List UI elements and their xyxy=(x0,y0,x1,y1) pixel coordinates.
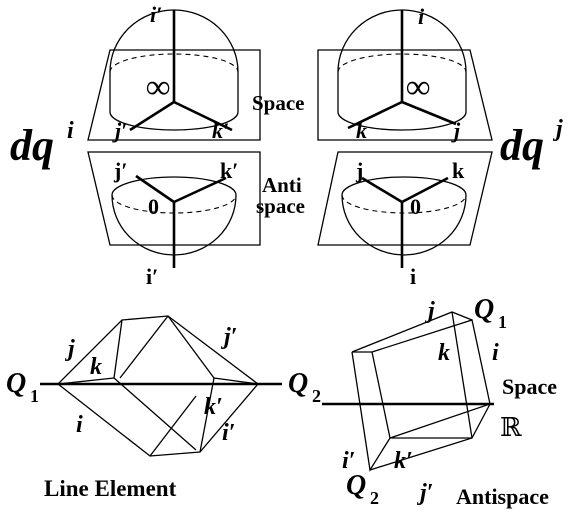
top-right-label-zero: 0 xyxy=(410,194,421,219)
dq-i-superscript: i xyxy=(67,118,74,144)
antispace-cube-top-edge xyxy=(351,311,473,353)
antispace-cube-label-j-prime: j′ xyxy=(416,480,433,506)
line-element-q1: Q xyxy=(6,368,26,399)
dq-j-base: dq xyxy=(500,121,544,170)
top-right-upper-dome-dashed-rim xyxy=(337,53,467,73)
top-right-label-infinity: ∞ xyxy=(406,69,430,106)
top-left-axis-k-prime xyxy=(173,100,233,132)
top-left-label-zero: 0 xyxy=(148,194,159,219)
top-right-axis-k-lower xyxy=(401,176,449,204)
line-element-label-j: j xyxy=(64,336,75,362)
dq-i-base: dq xyxy=(10,121,54,170)
top-right-antispace-block: j k 0 i xyxy=(317,151,493,289)
line-element-q2-sub: 2 xyxy=(312,386,321,406)
line-element-label-k: k xyxy=(90,354,102,380)
top-left-axis-j-prime xyxy=(129,100,175,132)
antispace-cube-label-k-prime: k′ xyxy=(394,448,413,474)
top-right-lower-dome xyxy=(341,176,467,256)
top-left-space-block: i′ ∞ j′ k′ xyxy=(87,2,261,143)
top-left-antispace-plane xyxy=(87,151,261,246)
top-left-label-i-prime: i′ xyxy=(150,2,162,27)
top-right-label-i: i xyxy=(418,4,425,29)
top-left-antispace-block: j′ k′ 0 i′ xyxy=(87,151,261,289)
antispace-cube-q2-sub: 2 xyxy=(370,488,379,508)
line-element-edge-mid7 xyxy=(149,395,197,457)
antispace-cube-back-face xyxy=(371,319,491,439)
top-right-upper-dome xyxy=(337,9,467,131)
top-left-axis-k-prime-lower xyxy=(173,176,227,204)
top-left-label-k-prime: k′ xyxy=(212,118,229,143)
top-right-axis-j xyxy=(401,100,457,126)
top-right-space-plane xyxy=(317,49,493,141)
top-right-antispace-plane xyxy=(317,151,493,246)
top-right-label-k: k xyxy=(356,118,367,143)
line-element-q1-sub: 1 xyxy=(30,386,39,406)
line-element-edge-mid5 xyxy=(199,377,215,453)
line-element-outer-bottom xyxy=(57,383,259,457)
antispace-cube-label-space: Space xyxy=(502,374,557,399)
top-left-space-plane xyxy=(87,49,261,141)
center-label-space: Space xyxy=(252,91,305,115)
antispace-cube-q1-sub: 1 xyxy=(498,312,507,332)
antispace-cube-label-reals: ℝ xyxy=(500,413,522,442)
antispace-cube-label-i: i xyxy=(492,340,499,366)
line-element-edge-mid3 xyxy=(113,377,197,451)
top-right-axis-j-lower xyxy=(361,176,403,204)
line-element-q2: Q xyxy=(288,368,308,399)
line-element-diagram: Q 1 Q 2 j k i j′ k′ i′ Line Element xyxy=(6,315,321,501)
top-left-label-k-prime-lower: k′ xyxy=(220,158,238,183)
line-element-edge-mid1 xyxy=(113,319,123,379)
center-label-space2: space xyxy=(256,194,305,218)
line-element-outer-top xyxy=(57,315,259,385)
top-right-label-i-lower: i xyxy=(410,264,416,289)
top-right-lower-dome-dashed-rim xyxy=(341,194,467,214)
antispace-cube-label-j: j xyxy=(424,298,435,324)
top-right-label-j: j xyxy=(451,118,461,143)
top-left-label-j-prime: j′ xyxy=(112,118,127,143)
line-element-label-k-prime: k′ xyxy=(204,394,223,420)
line-element-edge-mid6 xyxy=(213,377,259,385)
line-element-edge-mid4 xyxy=(167,315,215,379)
dq-j-superscript: j xyxy=(552,116,563,142)
top-left-label-infinity: ∞ xyxy=(146,69,170,106)
antispace-cube-label-k: k xyxy=(438,340,450,366)
top-left-upper-dome-dashed-rim xyxy=(109,53,239,73)
top-left-label-j-prime-lower: j′ xyxy=(113,158,128,183)
top-right-axis-k xyxy=(347,100,403,130)
top-left-axis-j-prime-lower xyxy=(135,174,175,204)
line-element-label-i: i xyxy=(76,412,83,438)
antispace-cube-label-antispace: Antispace xyxy=(456,484,549,509)
line-element-label-i-prime: i′ xyxy=(222,420,235,446)
antispace-cube-q2: Q xyxy=(346,470,366,501)
top-left-label-i-prime-lower: i′ xyxy=(146,264,158,289)
antispace-cube-edge-b xyxy=(451,311,473,439)
antispace-cube-label-i-prime: i′ xyxy=(342,448,355,474)
top-right-label-k-lower: k xyxy=(452,158,465,183)
center-label-anti: Anti xyxy=(262,173,302,197)
top-right-space-block: i ∞ k j xyxy=(317,4,493,143)
line-element-edge-mid2 xyxy=(119,315,169,379)
top-right-label-j-lower: j xyxy=(355,158,363,183)
antispace-cube-diagram: Q 1 Q 2 j k i i′ k′ j′ Space ℝ Antispace xyxy=(322,294,557,509)
antispace-cube-q1: Q xyxy=(474,294,494,325)
line-element-edge-k xyxy=(57,377,115,385)
line-element-label-j-prime: j′ xyxy=(220,324,237,350)
line-element-caption: Line Element xyxy=(44,476,177,501)
